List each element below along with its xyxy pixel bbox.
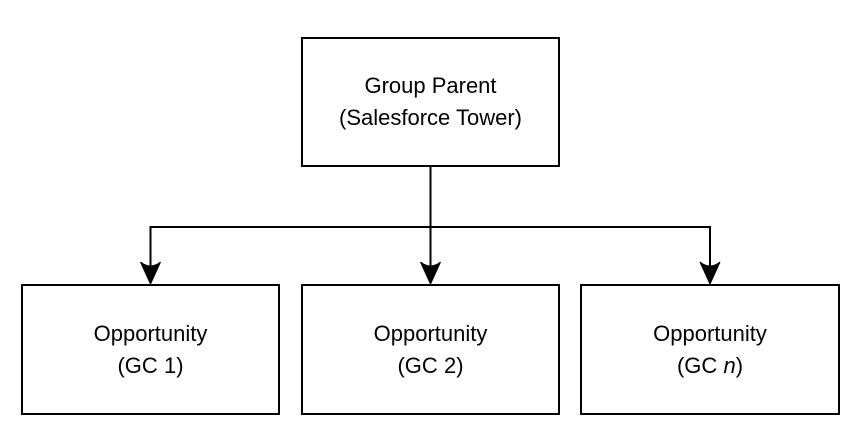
subtitle-prefix: (GC bbox=[397, 352, 444, 378]
node-title: Opportunity bbox=[93, 320, 208, 346]
node-title: Opportunity bbox=[653, 320, 767, 346]
node-title: Opportunity bbox=[373, 320, 488, 346]
node-title: Group Parent bbox=[364, 73, 497, 98]
node-opportunity-gc2: Opportunity (GC 2) bbox=[301, 284, 560, 415]
node-subtitle: (Salesforce Tower) bbox=[339, 105, 522, 130]
arrowhead-center bbox=[420, 261, 441, 286]
subtitle-suffix: ) bbox=[176, 352, 184, 378]
subtitle-value: 2 bbox=[443, 352, 457, 378]
node-opportunity-gcn: Opportunity (GC n) bbox=[580, 284, 840, 415]
subtitle-suffix: ) bbox=[456, 352, 464, 378]
arrowhead-left bbox=[140, 261, 161, 286]
node-subtitle: (GC 1) bbox=[117, 350, 183, 382]
node-subtitle: (GC 2) bbox=[397, 350, 463, 382]
arrowhead-right bbox=[699, 261, 721, 286]
subtitle-suffix: ) bbox=[735, 352, 744, 378]
node-opportunity-gc1: Opportunity (GC 1) bbox=[21, 284, 280, 415]
node-subtitle: (GC n) bbox=[677, 350, 743, 382]
node-group-parent: Group Parent (Salesforce Tower) bbox=[301, 37, 560, 167]
subtitle-prefix: (GC bbox=[676, 352, 724, 378]
subtitle-value: n bbox=[723, 352, 736, 378]
subtitle-prefix: (GC bbox=[117, 352, 164, 378]
subtitle-value: 1 bbox=[163, 352, 177, 378]
